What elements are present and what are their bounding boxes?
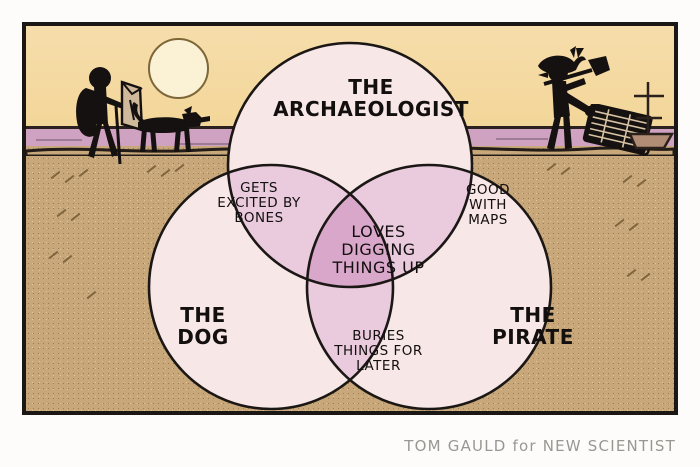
credit-line: TOM GAULD for NEW SCIENTIST: [404, 437, 676, 455]
hiker-figure: [56, 54, 216, 169]
sun-icon: [148, 38, 209, 99]
dog-figure: [124, 96, 214, 166]
wave-line: [36, 139, 82, 141]
circle-archaeologist-outline: [226, 41, 474, 289]
ship-icon: [628, 82, 674, 150]
venn-svg: [147, 41, 553, 411]
circle-pirate-outline: [305, 163, 553, 411]
comic-frame: THE ARCHAEOLOGIST THE DOG THE PIRATE GET…: [22, 22, 678, 415]
overlap-all-three: [307, 165, 393, 287]
circle-dog-outline: [147, 163, 395, 411]
wave-line: [176, 143, 236, 145]
dog-icon: [132, 102, 210, 152]
wave-line: [496, 138, 548, 140]
venn-diagram: [26, 26, 674, 411]
hiker-icon: [76, 67, 144, 165]
sailing-ship: [628, 78, 674, 156]
